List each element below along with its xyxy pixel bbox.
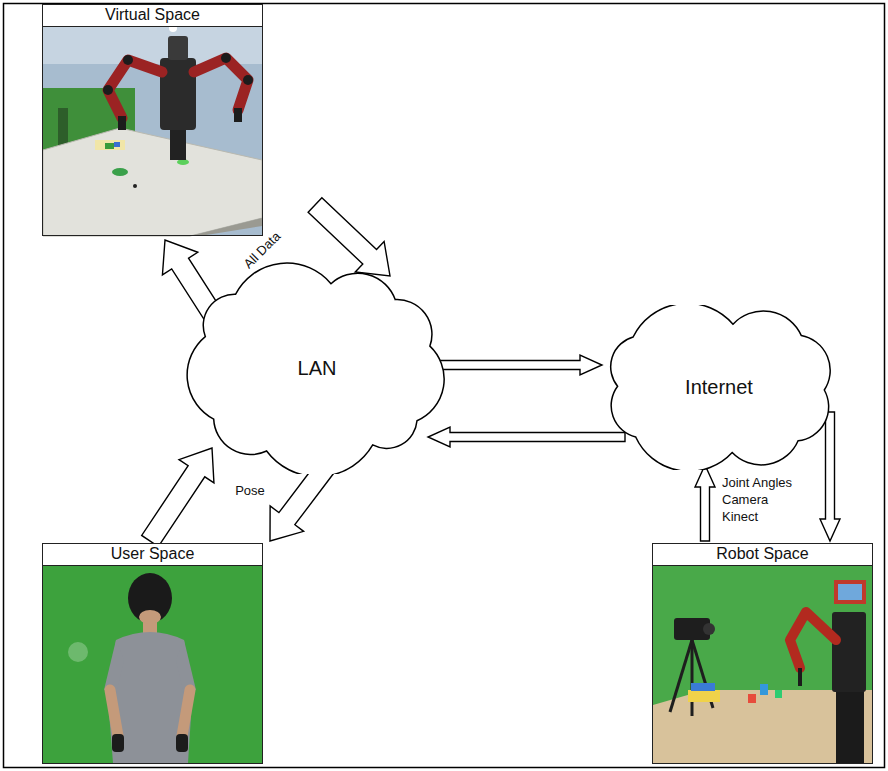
cloud-shape bbox=[187, 263, 444, 474]
virtual-scene-part bbox=[95, 140, 125, 150]
robot-scene-part bbox=[688, 690, 720, 702]
virtual-scene-part bbox=[103, 85, 113, 95]
virtual-scene-part bbox=[190, 218, 262, 236]
scene-panel: Robot Space bbox=[652, 543, 873, 764]
panel-header: Robot Space bbox=[653, 544, 872, 566]
user-scene-part bbox=[112, 734, 124, 752]
virtual-scene-part bbox=[43, 128, 262, 236]
virtual-scene-part bbox=[43, 24, 262, 64]
robot-scene-part bbox=[775, 690, 782, 698]
robot-scene-part bbox=[834, 580, 866, 604]
user-scene bbox=[43, 564, 262, 763]
virtual-scene-part bbox=[170, 128, 186, 160]
cloud-label: Internet bbox=[685, 376, 753, 399]
robot-scene-part bbox=[838, 584, 862, 600]
virtual-scene-part bbox=[243, 75, 253, 85]
user-scene-part bbox=[110, 690, 118, 736]
user-scene-part bbox=[176, 734, 188, 752]
block-arrow bbox=[820, 412, 840, 541]
robot-scene-part bbox=[703, 623, 715, 635]
panel-header: User Space bbox=[43, 544, 262, 566]
cloud-label: LAN bbox=[298, 357, 337, 380]
virtual-scene-part bbox=[105, 143, 114, 149]
block-arrow bbox=[428, 427, 625, 447]
block-arrow bbox=[142, 448, 214, 547]
robot-scene-part bbox=[798, 668, 802, 686]
user-scene-part bbox=[68, 642, 88, 662]
cloud-body: LAN bbox=[176, 262, 458, 474]
robot-scene-part bbox=[760, 684, 768, 695]
robot-scene-part bbox=[790, 612, 836, 668]
robot-scene-part bbox=[748, 694, 756, 703]
scene-panel: User Space bbox=[42, 543, 263, 764]
edge-label: Joint Angles Camera Kinect bbox=[722, 474, 804, 525]
network-cloud: Internet bbox=[588, 305, 850, 470]
robot-scene-part bbox=[691, 640, 694, 716]
virtual-scene-part bbox=[108, 60, 162, 118]
virtual-scene-part bbox=[168, 36, 188, 60]
outer-frame bbox=[4, 4, 885, 768]
panel-header: Virtual Space bbox=[43, 5, 262, 27]
virtual-scene-part bbox=[43, 24, 262, 236]
virtual-scene-part bbox=[133, 184, 137, 188]
user-scene-part bbox=[43, 564, 262, 763]
block-arrow bbox=[436, 355, 602, 375]
robot-scene-part bbox=[691, 683, 715, 691]
virtual-scene-part bbox=[221, 53, 231, 63]
virtual-scene-part bbox=[234, 108, 242, 122]
virtual-scene-part bbox=[194, 58, 248, 110]
panel-title: Virtual Space bbox=[49, 5, 256, 24]
block-arrow bbox=[308, 198, 390, 276]
block-arrow bbox=[695, 465, 715, 541]
virtual-scene-part bbox=[114, 142, 120, 147]
user-scene-part bbox=[139, 610, 161, 624]
network-cloud: LAN bbox=[176, 262, 458, 474]
user-scene-part bbox=[182, 690, 190, 736]
scene-panel: Virtual Space bbox=[42, 4, 263, 236]
cloud-shape bbox=[611, 305, 831, 470]
virtual-scene-part bbox=[118, 116, 126, 130]
edge-label: Pose bbox=[235, 482, 265, 499]
panel-title: User Space bbox=[49, 544, 256, 563]
virtual-scene bbox=[43, 24, 262, 236]
panel-title: Robot Space bbox=[659, 544, 866, 563]
user-scene-part bbox=[128, 573, 172, 623]
virtual-scene-part bbox=[123, 55, 133, 65]
virtual-scene-part bbox=[112, 168, 128, 176]
robot-scene-part bbox=[653, 564, 872, 763]
robot-scene bbox=[653, 564, 872, 763]
robot-scene-part bbox=[832, 612, 866, 692]
cloud-body: Internet bbox=[588, 305, 850, 470]
